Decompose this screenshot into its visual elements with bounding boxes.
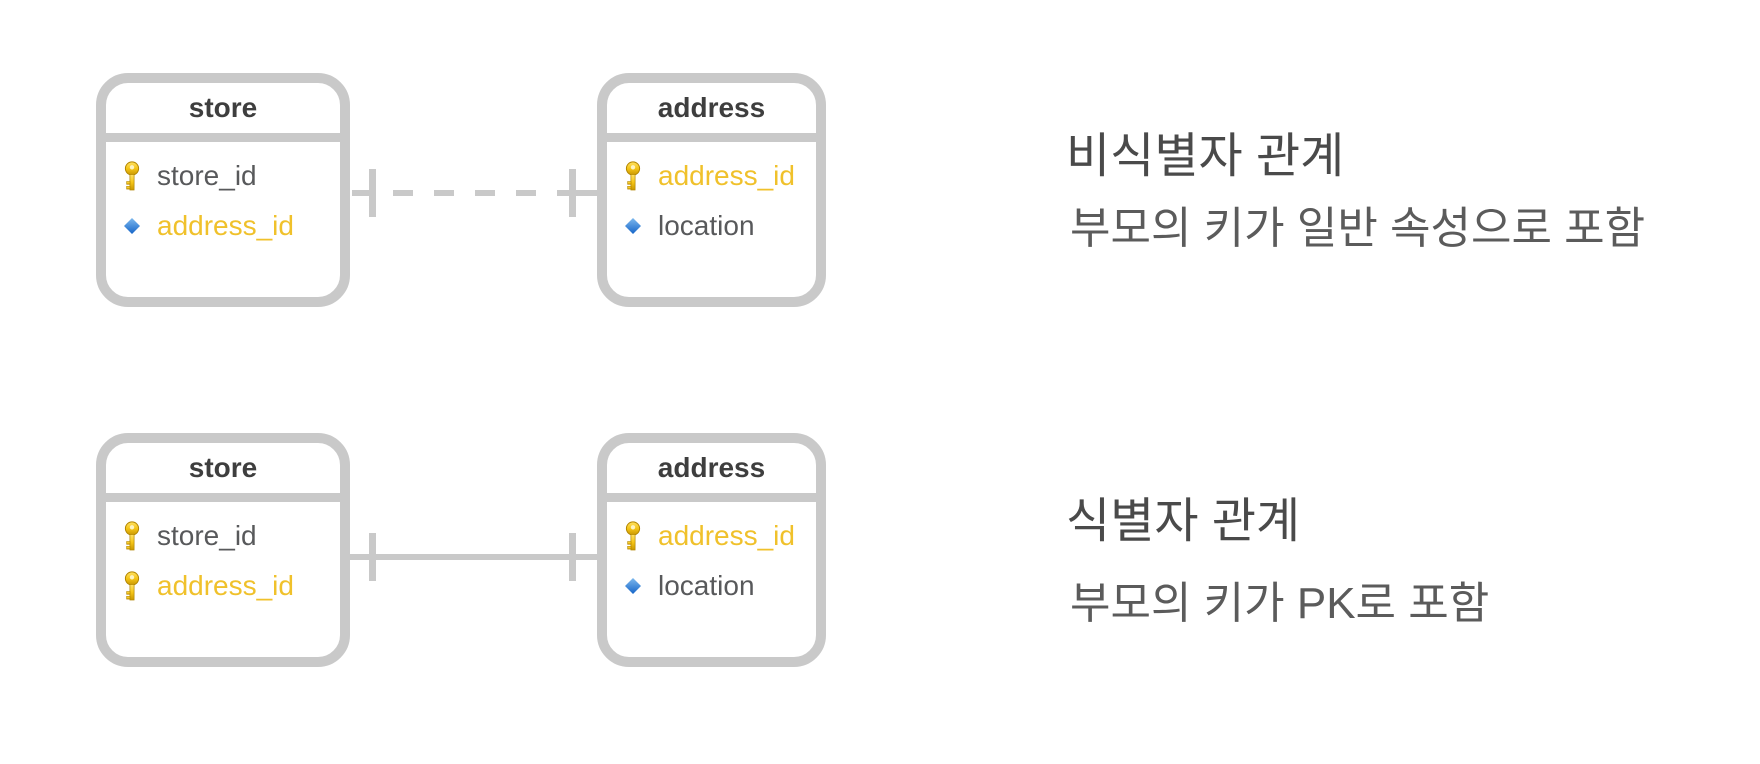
field-label: location xyxy=(658,210,755,241)
diamond-icon xyxy=(621,218,645,234)
field-row: address_id xyxy=(120,201,326,251)
entity-title: store xyxy=(106,83,340,142)
connector-line-dashed xyxy=(352,190,570,196)
entity-address-bottom: address address_id location xyxy=(597,433,826,667)
diamond-icon xyxy=(621,578,645,594)
field-row: address_id xyxy=(621,511,802,561)
key-icon xyxy=(120,160,144,192)
field-row: location xyxy=(621,561,802,611)
field-label: store_id xyxy=(157,160,257,191)
field-label: address_id xyxy=(157,210,294,241)
connector-line-solid xyxy=(350,554,597,560)
field-row: store_id xyxy=(120,511,326,561)
entity-address-top: address address_id location xyxy=(597,73,826,307)
key-icon xyxy=(621,520,645,552)
entity-title: address xyxy=(607,83,816,142)
relationship-heading: 식별자 관계 xyxy=(1066,495,1301,548)
key-icon xyxy=(120,570,144,602)
key-icon xyxy=(621,160,645,192)
relationship-subtitle: 부모의 키가 PK로 포함 xyxy=(1070,579,1490,628)
field-row: address_id xyxy=(621,151,802,201)
field-label: store_id xyxy=(157,520,257,551)
relationship-heading: 비식별자 관계 xyxy=(1066,130,1345,183)
field-row: address_id xyxy=(120,561,326,611)
entity-store-bottom: store store_id address_id xyxy=(96,433,350,667)
field-label: address_id xyxy=(658,520,795,551)
field-label: location xyxy=(658,570,755,601)
connector-tick xyxy=(569,169,576,217)
diamond-icon xyxy=(120,218,144,234)
entity-store-top: store store_id address_id xyxy=(96,73,350,307)
key-icon xyxy=(120,520,144,552)
field-row: location xyxy=(621,201,802,251)
entity-title: address xyxy=(607,443,816,502)
connector-tick xyxy=(369,169,376,217)
entity-title: store xyxy=(106,443,340,502)
field-label: address_id xyxy=(658,160,795,191)
field-label: address_id xyxy=(157,570,294,601)
relationship-subtitle: 부모의 키가 일반 속성으로 포함 xyxy=(1070,204,1646,253)
connector-tick xyxy=(369,533,376,581)
field-row: store_id xyxy=(120,151,326,201)
connector-stub xyxy=(576,190,597,196)
connector-tick xyxy=(569,533,576,581)
